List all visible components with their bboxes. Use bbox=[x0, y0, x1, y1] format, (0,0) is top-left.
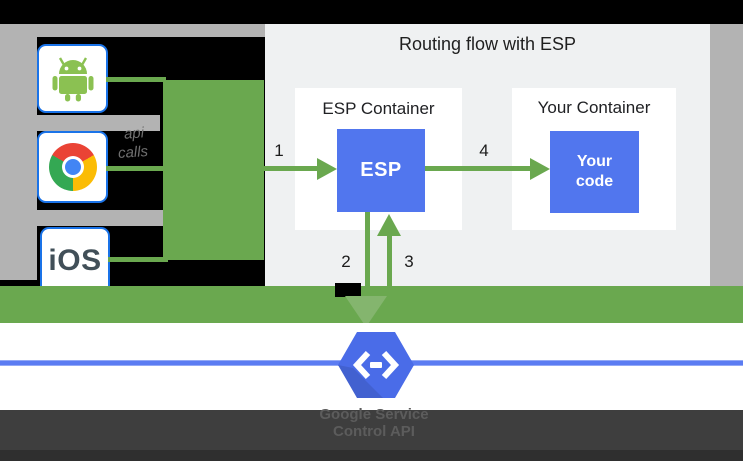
backdrop-mid-band-2 bbox=[0, 210, 165, 226]
arrow-1-head bbox=[317, 158, 337, 180]
diagram-title: Routing flow with ESP bbox=[398, 34, 577, 54]
arrow-2-head bbox=[345, 296, 387, 327]
ios-label: iOS bbox=[48, 244, 102, 277]
chrome-icon-hub bbox=[61, 156, 84, 178]
your-container-title: Your Container bbox=[537, 98, 651, 117]
ios-client-box: iOS bbox=[40, 227, 110, 295]
footer-caption: Google Service Control API bbox=[274, 406, 474, 440]
chrome-client-box bbox=[37, 131, 108, 203]
api-note-line2: calls bbox=[117, 142, 149, 163]
endpoints-hexagon-icon bbox=[338, 332, 414, 398]
backdrop-right-column bbox=[710, 24, 743, 286]
step-label-2: 2 bbox=[341, 252, 351, 271]
arrow-2-stem bbox=[365, 212, 370, 298]
footer-caption-line2: Control API bbox=[333, 423, 415, 440]
code-brackets-icon bbox=[352, 350, 400, 380]
footer-caption-line1: Google Service bbox=[319, 406, 429, 423]
your-code-label-line2: code bbox=[575, 173, 614, 190]
esp-box-label: ESP bbox=[360, 159, 402, 181]
esp-container-title: ESP Container bbox=[322, 99, 435, 118]
step-label-4: 4 bbox=[479, 141, 489, 160]
arrow-4-stem bbox=[425, 166, 532, 171]
android-client-box bbox=[37, 44, 108, 113]
backdrop-mid-band-1 bbox=[0, 115, 160, 131]
step-label-1: 1 bbox=[274, 141, 284, 160]
your-code-box: Your code bbox=[550, 131, 639, 213]
backdrop-left-column bbox=[0, 24, 37, 280]
chrome-icon-core bbox=[64, 159, 81, 175]
android-icon bbox=[52, 56, 93, 101]
backdrop-top-band bbox=[0, 24, 265, 37]
chrome-connector bbox=[106, 166, 318, 171]
chrome-icon bbox=[48, 143, 97, 191]
api-note-line1: api bbox=[123, 124, 145, 143]
footer-bottom-shade bbox=[0, 450, 743, 461]
esp-box: ESP bbox=[337, 129, 425, 212]
arrow-3-stem bbox=[387, 234, 392, 310]
your-code-label-line1: Your bbox=[576, 153, 613, 170]
android-connector bbox=[106, 77, 166, 82]
arrow-4-head bbox=[530, 158, 550, 180]
arrow-3-head bbox=[377, 214, 401, 236]
ios-connector bbox=[108, 257, 168, 262]
step-label-3: 3 bbox=[404, 252, 414, 271]
band-black-notch bbox=[335, 283, 361, 297]
